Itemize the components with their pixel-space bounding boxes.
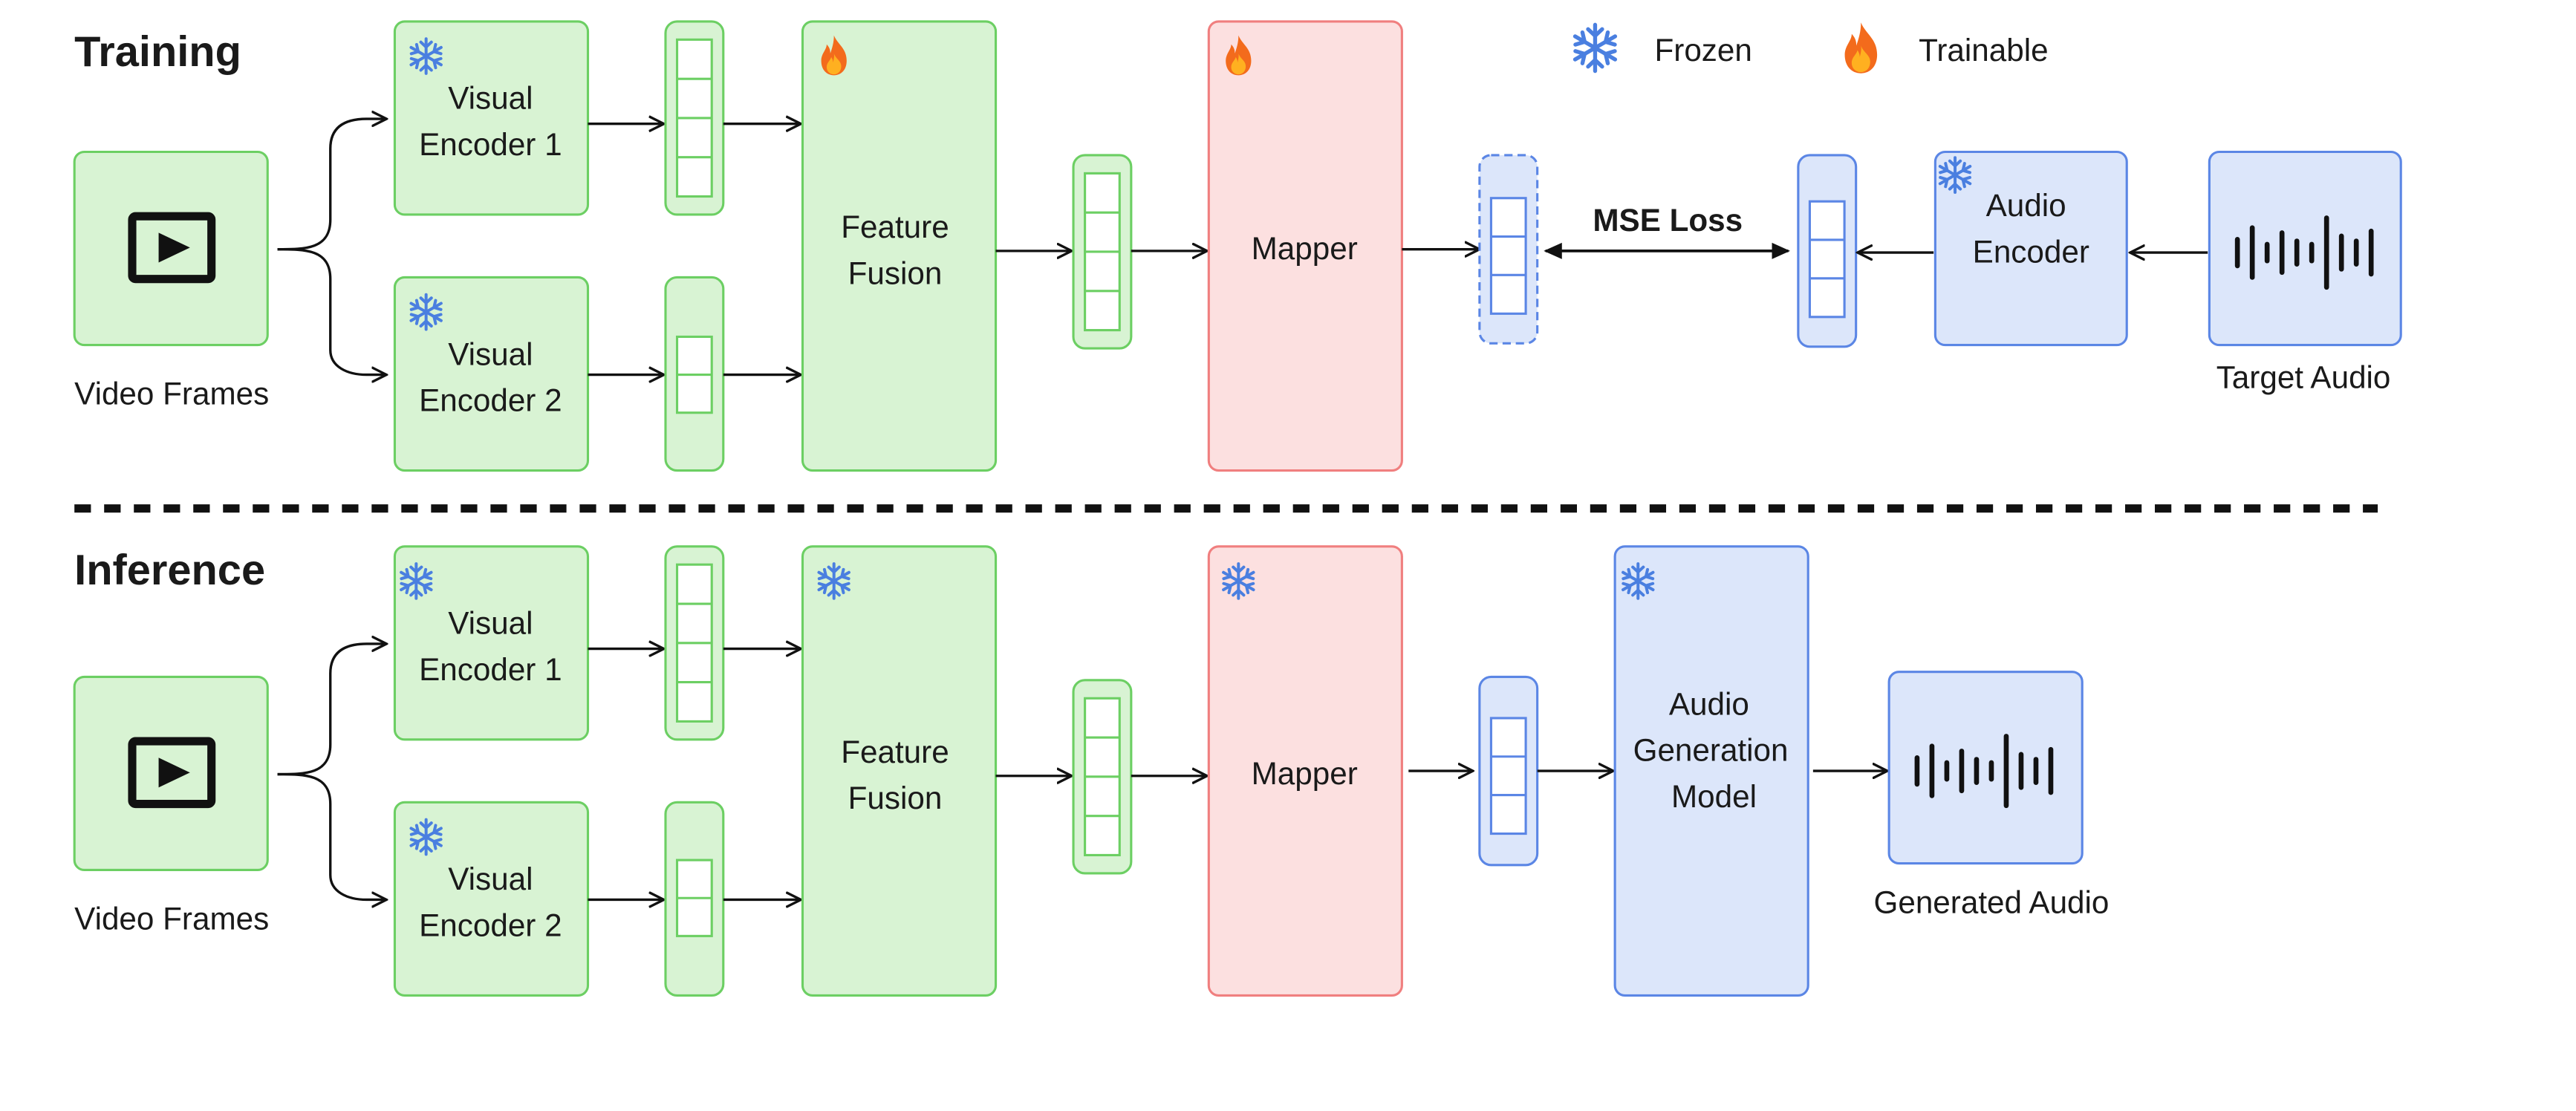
mapper-box [1207,545,1403,997]
visual-encoder-2-line1: Visual [448,861,533,896]
predicted-embedding [1478,675,1539,867]
split-arrow-up [277,644,387,776]
feature-fusion-line2: Fusion [848,255,943,290]
visual-encoder-2-box [393,801,590,997]
feature-token-stack [664,801,725,997]
visual-encoder-1-line1: Visual [448,606,533,641]
visual-encoder-1-line2: Encoder 1 [419,127,562,162]
waveform-icon [1914,734,2054,809]
audio-generation-line1: Audio [1669,687,1749,722]
mapper-label: Mapper [1252,231,1358,266]
target-audio-box [2208,150,2402,347]
play-icon [128,212,216,284]
fused-token-stack [1072,679,1133,875]
visual-encoder-2-line2: Encoder 2 [419,908,562,942]
legend-frozen-label: Frozen [1654,33,1752,68]
training-video-label: Video Frames [74,377,269,411]
inference-title: Inference [74,547,265,594]
audio-generation-line3: Model [1671,779,1757,814]
feature-token-stack [664,276,725,472]
snowflake-icon [1572,25,1619,71]
fused-token-stack [1072,154,1133,350]
audio-generation-model-box [1613,545,1809,997]
training-section: Training Video Frames Visual Encoder 1 V [73,20,2402,472]
mapper-label: Mapper [1252,756,1358,791]
audio-encoder-line1: Audio [1986,188,2066,223]
visual-encoder-1-box [393,20,590,216]
visual-encoder-2-line2: Encoder 2 [419,382,562,417]
play-icon [128,737,216,809]
audio-encoder-line2: Encoder [1973,234,2089,269]
flame-icon [1844,22,1878,74]
split-arrow-up [277,119,387,251]
feature-token-stack [664,545,725,741]
predicted-embedding [1478,154,1539,345]
legend-trainable-label: Trainable [1919,33,2048,68]
visual-encoder-1-line1: Visual [448,81,533,116]
split-arrow-down [277,772,387,900]
target-audio-label: Target Audio [2216,359,2391,394]
feature-fusion-line2: Fusion [848,781,943,815]
training-title: Training [74,28,241,76]
visual-encoder-2-box [393,276,590,472]
visual-encoder-2-line1: Visual [448,336,533,371]
feature-fusion-box [801,545,998,997]
generated-audio-box [1887,671,2084,865]
feature-fusion-line1: Feature [841,209,949,244]
audio-encoder-box [1933,150,2128,347]
feature-fusion-line1: Feature [841,734,949,769]
audio-generation-line2: Generation [1633,733,1789,768]
legend: Frozen Trainable [1572,22,2049,74]
mapper-box [1207,20,1403,472]
generated-audio-label: Generated Audio [1874,884,2110,919]
inference-video-label: Video Frames [74,901,269,936]
target-embedding [1797,154,1858,348]
feature-token-stack [664,20,725,216]
mse-loss-label: MSE Loss [1593,203,1743,238]
visual-encoder-1-line2: Encoder 1 [419,652,562,687]
split-arrow-down [277,247,387,375]
waveform-icon [2234,215,2374,290]
inference-section: Inference Video Frames Visual Encoder 1 … [73,545,2110,997]
visual-encoder-1-box [393,545,590,741]
feature-fusion-box [801,20,998,472]
